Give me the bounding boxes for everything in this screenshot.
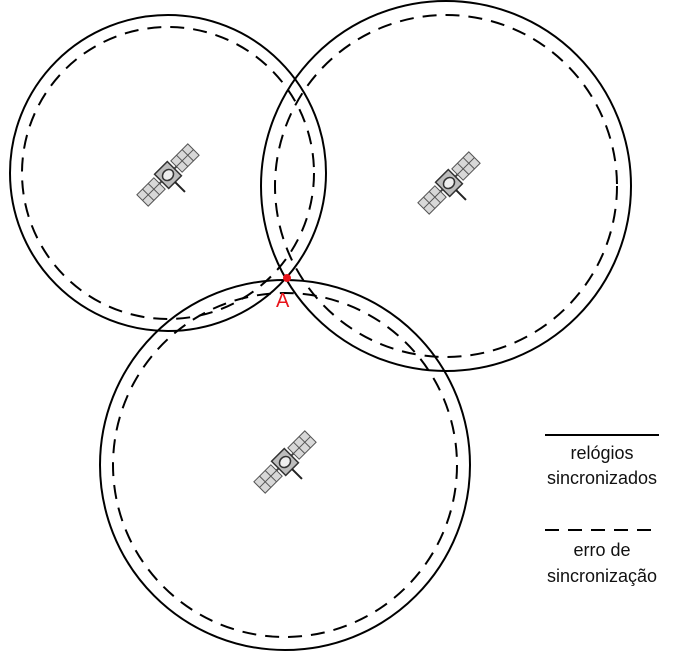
- intersection-point-a: [283, 274, 291, 282]
- satellite-range-top-left: [10, 15, 326, 331]
- legend-solid-label-line1: relógios: [570, 443, 633, 463]
- legend: relógios sincronizados erro de sincroniz…: [545, 435, 659, 586]
- satellite-icon: [135, 142, 210, 217]
- satellite-range-top-right: [261, 1, 631, 371]
- legend-dashed-label-line1: erro de: [573, 540, 630, 560]
- satellite-icon: [252, 429, 327, 504]
- satellite-range-bottom: [100, 280, 470, 650]
- legend-solid-label-line2: sincronizados: [547, 468, 657, 488]
- legend-dashed-label-line2: sincronização: [547, 566, 657, 586]
- intersection-point-label: A: [276, 290, 290, 312]
- satellite-icon: [416, 150, 491, 225]
